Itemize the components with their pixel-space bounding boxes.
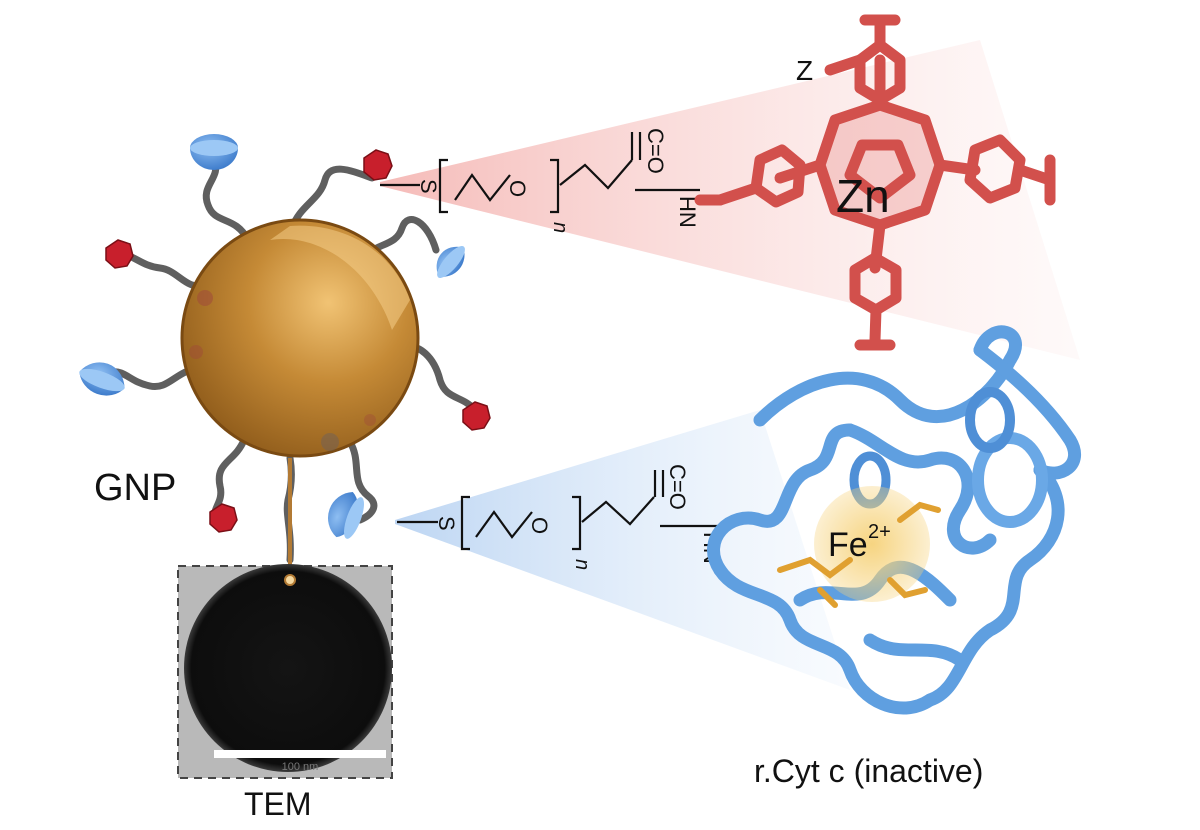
gnp-label: GNP bbox=[94, 467, 176, 509]
gold-nanoparticle bbox=[180, 218, 420, 458]
svg-text:O: O bbox=[527, 517, 552, 534]
lower-linker bbox=[397, 470, 725, 551]
protein-callout-cone bbox=[395, 410, 850, 690]
fe-label: Fe bbox=[828, 526, 868, 564]
cyt-c-protein bbox=[707, 325, 1082, 715]
tem-label: TEM bbox=[244, 786, 312, 822]
protein-label: r.Cyt c (inactive) bbox=[754, 753, 983, 789]
zn-label: Zn bbox=[836, 170, 890, 222]
z-label: Z bbox=[796, 55, 813, 86]
zn-porphyrin bbox=[694, 14, 1056, 351]
svg-text:S: S bbox=[434, 516, 459, 531]
svg-text:C=O: C=O bbox=[665, 464, 690, 510]
heme-group bbox=[777, 501, 941, 608]
svg-text:C=O: C=O bbox=[643, 128, 668, 174]
svg-text:O: O bbox=[505, 180, 530, 197]
blue-cups bbox=[79, 134, 465, 539]
red-ligands bbox=[105, 149, 491, 533]
upper-linker bbox=[380, 132, 700, 214]
tem-scale-bar-label: 100 nm bbox=[282, 761, 319, 773]
heme-glow bbox=[814, 486, 930, 602]
svg-text:n: n bbox=[549, 222, 571, 233]
svg-text:n: n bbox=[571, 559, 593, 570]
fe-charge-label: 2+ bbox=[868, 521, 891, 543]
tem-inset: 100 nm bbox=[177, 458, 393, 779]
svg-text:S: S bbox=[416, 179, 441, 194]
